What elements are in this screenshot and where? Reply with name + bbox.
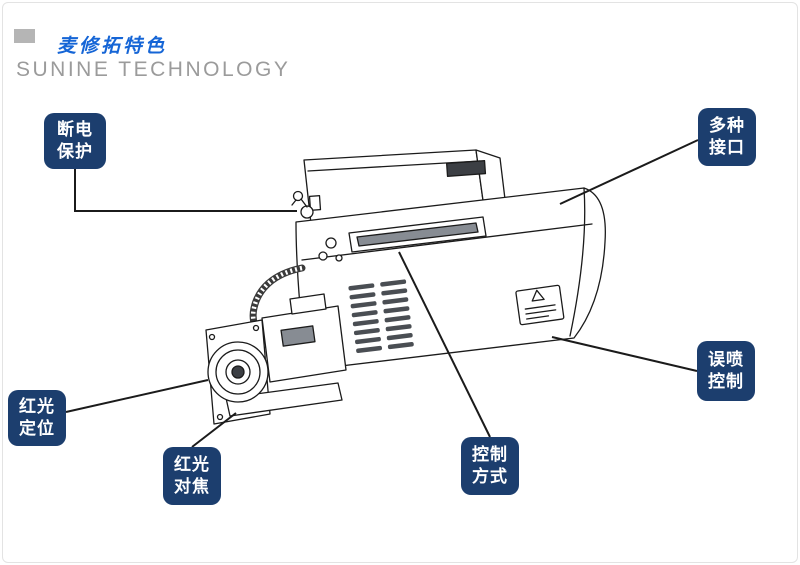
callout-line: 定位 bbox=[19, 419, 55, 438]
callout-line: 控制 bbox=[472, 444, 508, 464]
warning-label bbox=[515, 284, 565, 326]
top-unit-label bbox=[445, 160, 487, 177]
head-label bbox=[280, 325, 316, 347]
panel-button bbox=[335, 254, 343, 262]
callout-line: 误喷 bbox=[708, 349, 744, 369]
callout-line: 红光 bbox=[174, 454, 210, 474]
base-plate bbox=[225, 382, 343, 417]
callout-line: 断电 bbox=[57, 119, 93, 139]
callout-control-method: 控制 方式 bbox=[461, 437, 519, 495]
callout-line: 多种 bbox=[709, 115, 745, 135]
callout-line: 保护 bbox=[57, 142, 93, 161]
callout-red-light-positioning: 红光 定位 bbox=[8, 390, 66, 446]
callout-line: 控制 bbox=[708, 372, 744, 391]
callout-line: 方式 bbox=[472, 467, 508, 486]
connector-power-off-protection bbox=[74, 169, 297, 212]
callout-red-light-focusing: 红光 对焦 bbox=[163, 447, 221, 505]
connector-red-light-positioning bbox=[65, 379, 209, 413]
callout-connectors bbox=[65, 139, 699, 448]
control-panel bbox=[318, 216, 487, 262]
brand-subtitle: SUNINE TECHNOLOGY bbox=[16, 58, 291, 81]
print-head-assembly bbox=[205, 293, 347, 425]
callout-line: 接口 bbox=[709, 138, 745, 157]
callout-multiple-interfaces: 多种 接口 bbox=[698, 108, 756, 166]
vent-grille bbox=[348, 279, 414, 354]
connector-multiple-interfaces bbox=[559, 139, 699, 205]
callout-power-off-protection: 断电 保护 bbox=[44, 113, 106, 169]
panel-screen bbox=[356, 222, 479, 247]
machine-illustration bbox=[205, 149, 606, 425]
head-box bbox=[261, 305, 347, 383]
panel-button bbox=[325, 237, 337, 249]
callout-line: 对焦 bbox=[174, 477, 210, 496]
connector-misprint-control bbox=[551, 336, 698, 372]
brand-logo-mark bbox=[14, 29, 35, 43]
callout-misprint-control: 误喷 控制 bbox=[697, 341, 755, 401]
connector-red-light-focusing bbox=[191, 412, 237, 448]
lens bbox=[207, 341, 269, 403]
callout-line: 红光 bbox=[19, 396, 55, 416]
key-switch bbox=[291, 190, 314, 219]
page-title: 麦修拓特色 bbox=[57, 36, 168, 57]
connector-control-method bbox=[398, 251, 491, 438]
panel-button bbox=[318, 251, 328, 261]
